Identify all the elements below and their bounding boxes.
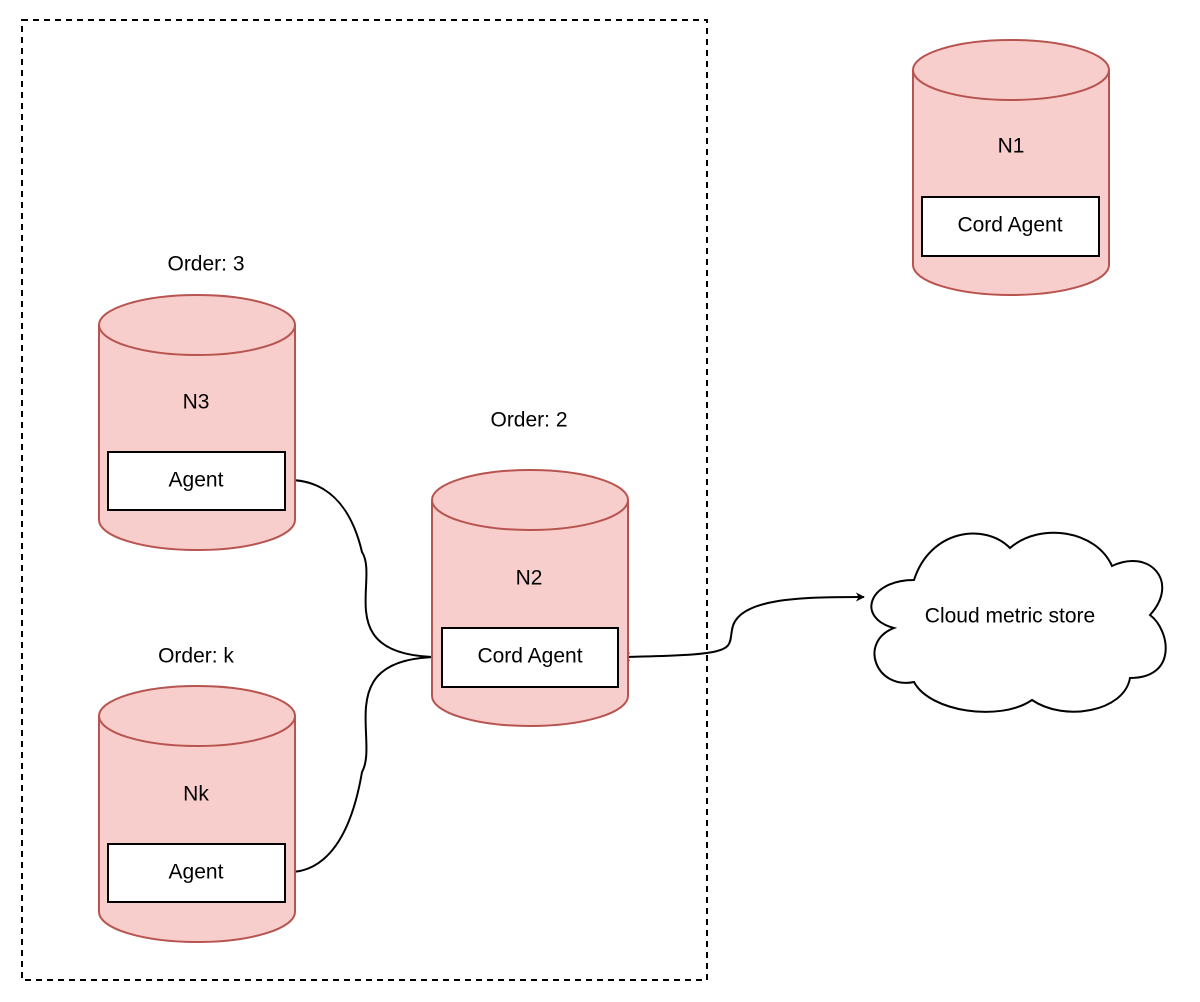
node-n2-agent-box <box>441 627 619 688</box>
node-n1-agent-label: Cord Agent <box>957 214 1062 237</box>
node-n3-agent-label: Agent <box>169 469 224 492</box>
node-n3-label: N3 <box>183 391 210 414</box>
node-n3: Order: 3 N3 Agent <box>98 253 296 551</box>
node-nk-label: Nk <box>183 783 209 806</box>
node-nk-agent-box <box>107 843 286 903</box>
connection-n2-to-n3 <box>287 475 441 662</box>
node-nk: Order: k Nk Agent <box>98 645 296 943</box>
cloud-label: Cloud metric store <box>925 605 1095 628</box>
node-n3-order-label: Order: 3 <box>167 253 244 276</box>
node-n1: N1 Cord Agent <box>912 39 1110 296</box>
node-nk-agent-label: Agent <box>169 861 224 884</box>
node-n1-label: N1 <box>998 135 1025 158</box>
node-nk-order-label: Order: k <box>158 645 234 668</box>
cloud-icon <box>870 531 1167 713</box>
node-n2: Order: 2 N2 Cord Agent <box>431 409 629 727</box>
node-n1-agent-box <box>921 196 1100 257</box>
node-n2-label: N2 <box>516 567 543 590</box>
cloud-metric-store: Cloud metric store <box>870 531 1167 713</box>
node-n2-agent-label: Cord Agent <box>477 645 582 668</box>
node-n3-agent-box <box>107 451 286 511</box>
node-n2-cylinder-top <box>431 499 629 531</box>
node-n2-order-label: Order: 2 <box>490 409 567 432</box>
connection-n2-to-cloud <box>621 592 865 662</box>
node-n3-cylinder-top <box>98 324 296 356</box>
cluster-group-boundary <box>21 19 708 981</box>
node-n1-cylinder-top <box>912 69 1110 101</box>
node-nk-cylinder-top <box>98 715 296 747</box>
connection-n2-to-nk <box>287 652 441 877</box>
